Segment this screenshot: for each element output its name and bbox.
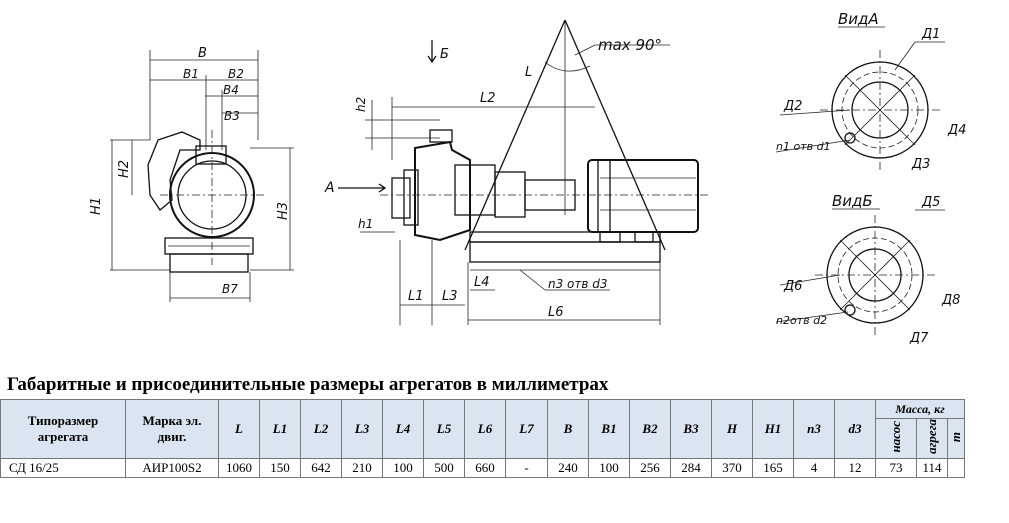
view-b-D5: Д5	[921, 195, 940, 210]
header-col-L7: L7	[505, 399, 548, 459]
dim-B1: B1	[183, 67, 199, 81]
header-motor-text: Марка эл. двиг.	[142, 412, 202, 444]
header-col-L1: L1	[259, 399, 301, 459]
view-b-D6: Д6	[783, 279, 802, 294]
dim-h1: h1	[358, 217, 373, 231]
header-type: Типоразмер агрегата	[0, 399, 126, 459]
dim-L2: L2	[480, 91, 496, 106]
dim-B2: B2	[228, 67, 244, 81]
dim-max-angle: max 90°	[598, 36, 662, 54]
header-mass-pump: насос	[875, 418, 917, 459]
cell-L6: 660	[464, 457, 506, 478]
view-b-title: ВидБ	[832, 192, 873, 210]
header-col-B2: B2	[629, 399, 671, 459]
header-col-L3: L3	[341, 399, 383, 459]
header-col-H1: H1	[752, 399, 794, 459]
view-arrow-A: A	[324, 180, 335, 196]
dim-H3: H3	[276, 202, 291, 220]
header-col-n3: n3	[793, 399, 835, 459]
header-col-L: L	[218, 399, 260, 459]
cell-B3: 284	[670, 457, 712, 478]
cell-L7: -	[505, 457, 548, 478]
cell-L2: 642	[300, 457, 342, 478]
cell-L1: 150	[259, 457, 301, 478]
cell-mass-pump: 73	[875, 457, 917, 478]
cell-L4: 100	[382, 457, 424, 478]
technical-drawing: B B1 B2 B4 B3 H1 H2 H3 B7	[89, 10, 966, 346]
dim-L4: L4	[474, 275, 490, 290]
cell-d3: 12	[834, 457, 876, 478]
dim-h2: h2	[354, 97, 368, 112]
holes-note-n3: n3 отв d3	[548, 277, 608, 291]
cell-B1: 100	[588, 457, 630, 478]
view-a-D2: Д2	[783, 99, 802, 114]
header-col-B: B	[547, 399, 589, 459]
table-title: Габаритные и присоединительные размеры а…	[7, 374, 609, 395]
view-a-D4: Д4	[947, 123, 966, 138]
view-b-D8: Д8	[941, 293, 960, 308]
dim-H1: H1	[89, 197, 104, 215]
dim-L6: L6	[548, 305, 564, 320]
cell-type: СД 16/25	[0, 457, 126, 478]
dim-B: B	[198, 46, 207, 61]
header-col-B3: B3	[670, 399, 712, 459]
table-header-row: Типоразмер агрегата Марка эл. двиг. L L1…	[0, 399, 965, 459]
cell-B: 240	[547, 457, 589, 478]
view-a-title: ВидА	[838, 10, 879, 28]
cell-mass-unit: 114	[916, 457, 948, 478]
cell-mass-t	[947, 457, 965, 478]
view-b-D7: Д7	[909, 331, 929, 346]
view-arrow-B: Б	[440, 47, 449, 62]
header-mass-t-text: т	[948, 432, 963, 443]
dim-L: L	[525, 65, 532, 80]
header-mass: Масса, кг	[875, 399, 965, 419]
cell-L5: 500	[423, 457, 465, 478]
table-subheader-row: насос агрега т	[1, 418, 965, 459]
header-col-L2: L2	[300, 399, 342, 459]
header-col-H: H	[711, 399, 753, 459]
view-a-holes: n1 отв d1	[776, 140, 831, 153]
dim-H2: H2	[117, 160, 132, 178]
header-mass-pump-text: насос	[888, 420, 903, 453]
cell-L3: 210	[341, 457, 383, 478]
cell-motor: АИР100S2	[125, 457, 219, 478]
header-mass-t: т	[947, 418, 965, 459]
header-col-B1: B1	[588, 399, 630, 459]
header-motor: Марка эл. двиг.	[125, 399, 219, 459]
dimensions-table: Типоразмер агрегата Марка эл. двиг. L L1…	[0, 399, 965, 478]
side-view: Б max 90° L L2 h2 A	[324, 19, 710, 325]
header-mass-unit-text: агрега	[924, 419, 939, 454]
cell-H: 370	[711, 457, 753, 478]
dim-L1: L1	[408, 289, 424, 304]
cell-n3: 4	[793, 457, 835, 478]
cell-B2: 256	[629, 457, 671, 478]
view-a-D1: Д1	[921, 27, 940, 42]
dim-B4: B4	[223, 83, 239, 97]
dim-B7: B7	[222, 282, 238, 296]
cell-L: 1060	[218, 457, 260, 478]
header-col-L6: L6	[464, 399, 506, 459]
dim-B3: B3	[224, 109, 240, 123]
cell-H1: 165	[752, 457, 794, 478]
view-b-holes: n2отв d2	[776, 314, 827, 327]
header-col-d3: d3	[834, 399, 876, 459]
front-view: B B1 B2 B4 B3 H1 H2 H3 B7	[89, 46, 294, 302]
table-row: СД 16/25 АИР100S2 1060 150 642 210 100 5…	[0, 457, 965, 478]
header-col-L4: L4	[382, 399, 424, 459]
view-a-D3: Д3	[911, 157, 930, 172]
dim-L3: L3	[442, 289, 458, 304]
header-col-L5: L5	[423, 399, 465, 459]
view-a: ВидА Д1 Д2 Д3 Д4 n1 отв d1	[775, 10, 966, 172]
header-mass-unit: агрега	[916, 418, 948, 459]
view-b: ВидБ Д5 Д6 Д7 Д8 n2отв d2	[775, 192, 960, 346]
